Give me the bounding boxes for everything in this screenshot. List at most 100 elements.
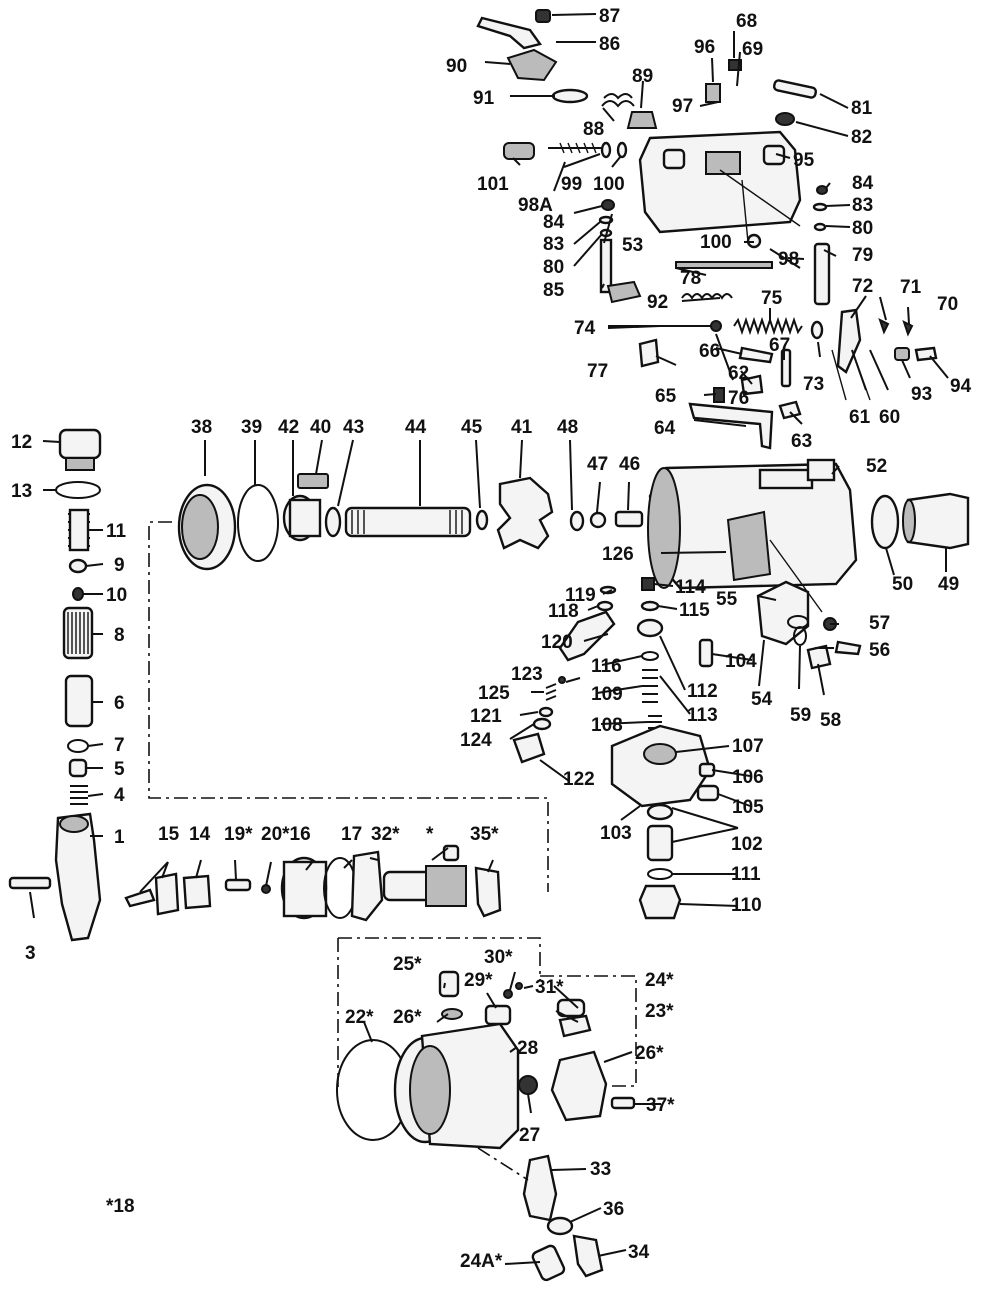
callout-75: 75 [761,288,783,309]
pad-23 [558,1014,592,1038]
callout-88: 88 [583,119,604,140]
callout-107: 107 [732,736,764,757]
link-66 [738,346,774,364]
callout-99: 99 [561,174,582,195]
callout-64: 64 [654,418,676,439]
callout-73: 73 [803,374,824,395]
snap-ring-39 [237,484,279,562]
callout-31: 31* [535,977,564,998]
callout-62: 62 [728,363,749,384]
washer-118 [596,600,614,612]
drive-shaft-44 [344,506,472,538]
callout-38: 38 [191,417,212,438]
callout-star: * [426,824,434,845]
clip-63 [778,400,802,420]
adapter-49 [906,492,970,550]
throttle-lever [476,16,543,50]
callout-9: 9 [114,555,125,576]
callout-40: 40 [310,417,331,438]
spring-92 [681,293,733,300]
callout-69: 69 [742,39,763,60]
cover-center [705,151,741,175]
callout-26a: 26* [393,1007,422,1028]
seal-84a [601,199,615,211]
callout-77: 77 [587,361,608,382]
screw-104 [698,638,714,668]
callout-121: 121 [470,706,502,727]
plug-12-thread [65,457,95,471]
callout-35: 35* [470,824,499,845]
cam-ring-32 [350,850,384,922]
callout-109: 109 [591,684,623,705]
callout-32: 32* [371,824,400,845]
callout-57: 57 [869,613,890,634]
callout-23: 23* [645,1001,674,1022]
guide-lines [148,169,823,1181]
cap-110 [638,884,682,920]
bearing-42-body [288,498,322,538]
callout-111: 111 [731,864,761,885]
callout-27: 27 [519,1125,540,1146]
callout-85: 85 [543,280,565,301]
screw-47 [589,511,607,529]
callout-20-16: 20*16 [261,824,311,845]
spring-75 [733,316,803,336]
callout-86: 86 [599,34,620,55]
callout-54: 54 [751,689,773,710]
seal-43 [324,506,342,538]
callout-50: 50 [892,574,913,595]
callout-89: 89 [632,66,653,87]
screw-56 [834,640,862,656]
callout-13: 13 [11,481,32,502]
washer-119 [599,585,617,595]
callout-126: 126 [602,544,634,565]
part-drawings [8,9,970,1282]
callout-92: 92 [647,292,668,313]
callout-4: 4 [114,785,125,806]
callout-14: 14 [189,824,211,845]
callout-110: 110 [731,895,762,916]
spring-88 [601,93,635,108]
callout-101: 101 [477,174,509,195]
callout-80b: 80 [852,218,873,239]
washer-36 [546,1216,574,1236]
sleeve-101 [503,142,535,160]
bolt-34 [572,1234,604,1278]
callout-1: 1 [114,827,125,848]
callout-26b: 26* [635,1043,664,1064]
adapter-49-bore [902,499,916,543]
shutoff-cam [506,48,558,82]
callout-67: 67 [769,335,790,356]
callout-70: 70 [937,294,958,315]
sleeve-top [442,844,460,862]
guide-rotor-bracket [540,975,637,1087]
callout-116: 116 [591,656,622,677]
clip-71 [878,318,890,335]
guide-cover-diag [719,169,801,227]
callout-34: 34 [628,1242,650,1263]
screw-37 [610,1096,636,1110]
leaders-bottom [139,847,661,1265]
nut-68 [728,59,742,71]
callout-125: 125 [478,683,510,704]
spacer-73 [810,320,824,340]
cover-55 [756,580,810,646]
callout-24A: 24A* [460,1251,503,1272]
callout-55: 55 [716,589,738,610]
ball-30 [503,989,513,999]
ball-10 [72,587,84,601]
callout-106: 106 [732,767,764,788]
callout-95: 95 [793,150,815,171]
seat-124 [532,717,552,731]
callout-28: 28 [517,1038,538,1059]
liner-15b [154,872,180,916]
callout-36: 36 [603,1199,624,1220]
guide-housing-plate [769,539,823,613]
callout-83b: 83 [852,195,873,216]
bracket-64 [688,402,774,450]
ring-80b [813,222,827,232]
callout-33: 33 [590,1159,611,1180]
callout-103: 103 [600,823,632,844]
callout-100a: 100 [593,174,625,195]
callout-81: 81 [851,98,873,119]
